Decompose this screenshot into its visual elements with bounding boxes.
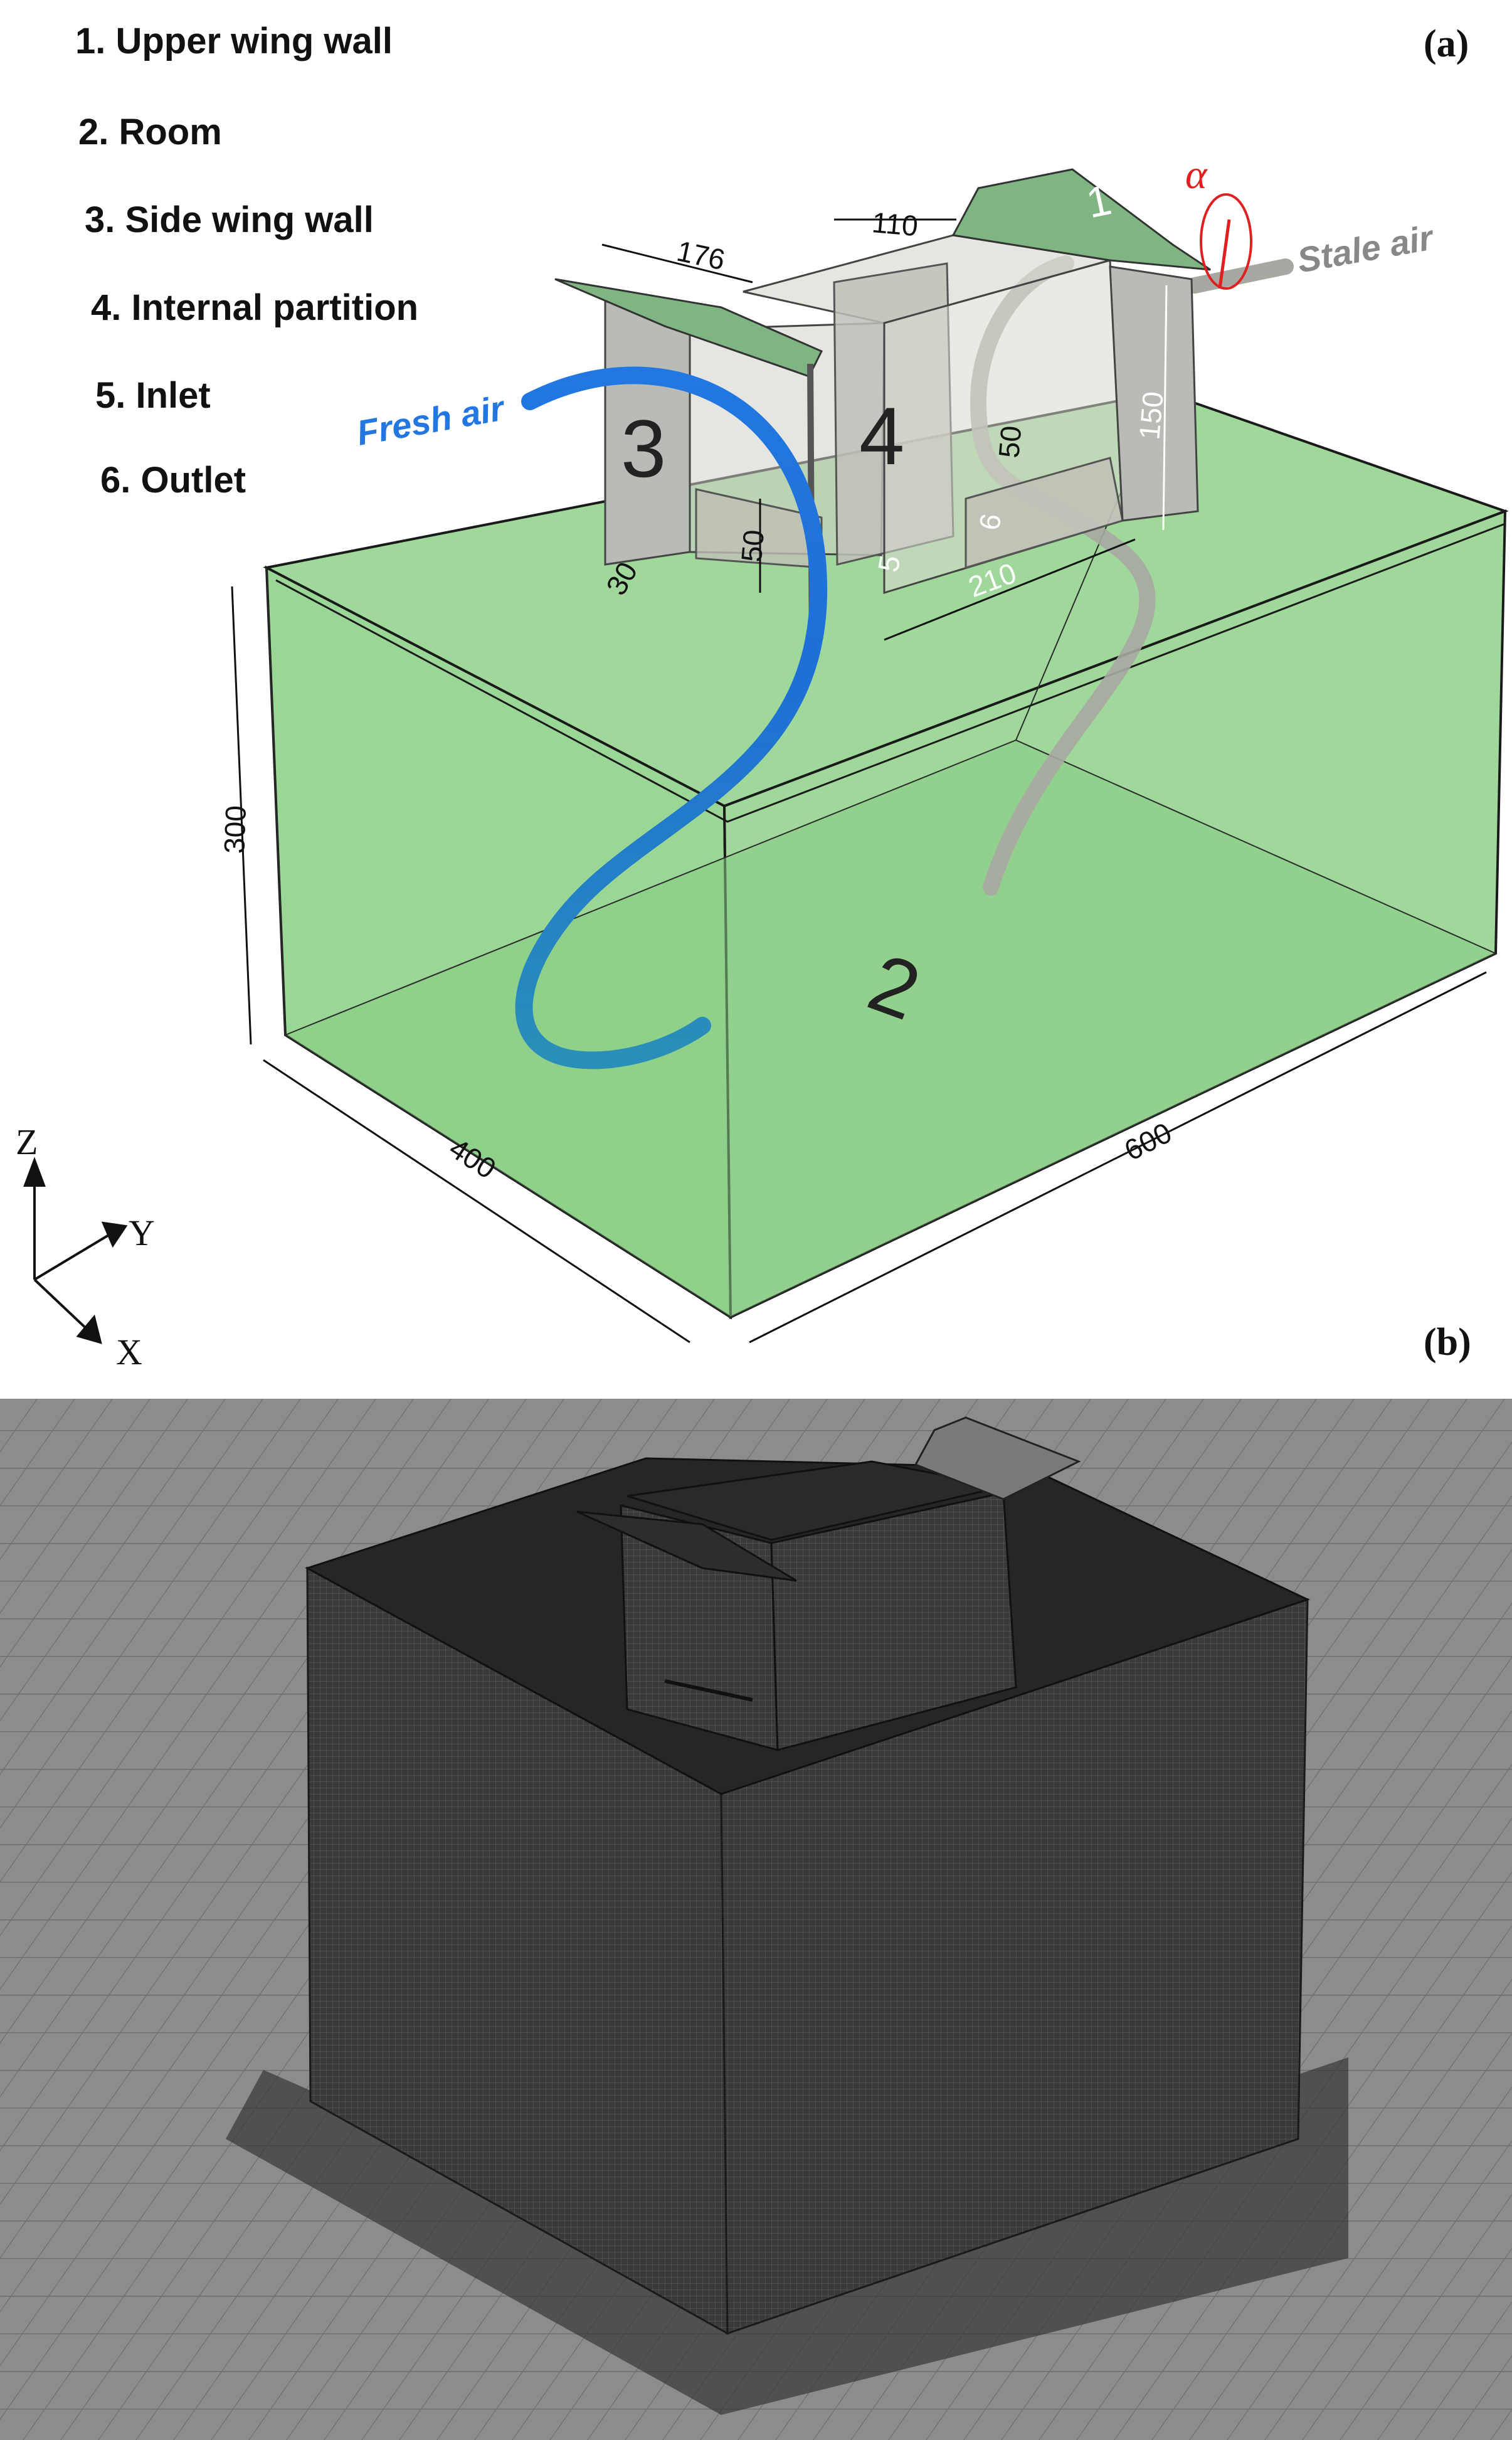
dim-176-line <box>601 243 753 284</box>
panel-a: 1. Upper wing wall 2. Room 3. Side wing … <box>16 21 1509 1372</box>
panel-b-tag: (b) <box>1424 1321 1471 1364</box>
legend-item-3: 3. Side wing wall <box>85 199 374 240</box>
fresh-air-tube <box>515 366 828 1069</box>
fresh-air-label: Fresh air <box>354 388 509 453</box>
y-arrowhead <box>101 1221 128 1248</box>
mesh-tower-right <box>770 1492 1017 1751</box>
y-label: Y <box>129 1212 155 1253</box>
x-arrowhead <box>76 1314 102 1344</box>
mesh-wing-right <box>914 1416 1081 1500</box>
dim-50: 50 <box>735 528 770 563</box>
z-label: Z <box>16 1122 38 1162</box>
legend-item-2: 2. Room <box>78 112 222 152</box>
room-floor <box>283 739 1498 1318</box>
x-label: X <box>116 1332 142 1372</box>
room-top-rim <box>275 522 1506 823</box>
legend-item-4: 4. Internal partition <box>91 287 418 328</box>
angle-label: α <box>1185 152 1208 198</box>
room-hidden-edge-2 <box>266 567 286 1036</box>
y-axis <box>33 1231 114 1281</box>
dim-300: 300 <box>218 805 252 854</box>
partition-number: 4 <box>859 390 904 482</box>
dim-176: 176 <box>674 235 728 277</box>
windcatcher: 3 4 1 5 6 <box>554 168 1211 653</box>
panel-a-tag: (a) <box>1424 23 1469 65</box>
x-axis <box>33 1278 92 1334</box>
dim-150: 150 <box>1133 390 1169 441</box>
z-arrowhead <box>23 1157 46 1187</box>
legend-item-5: 5. Inlet <box>95 375 211 416</box>
side-wing-number: 3 <box>621 403 666 494</box>
dim-300-line <box>231 586 252 1045</box>
dim-50-small: 50 <box>992 425 1027 460</box>
dim-400-line <box>263 1059 690 1344</box>
upper-wing-right <box>951 168 1211 271</box>
dim-150-line <box>1162 285 1168 531</box>
mesh-inlet-edge <box>664 1679 753 1702</box>
stale-air-label: Stale air <box>1294 217 1438 280</box>
dim-600-line <box>749 971 1487 1344</box>
angle-marker <box>1200 193 1252 290</box>
dim-210-line <box>884 538 1136 641</box>
upper-wing-left <box>554 278 823 378</box>
dim-110: 110 <box>870 206 919 242</box>
axis-triad <box>23 1157 128 1344</box>
legend-item-1: 1. Upper wing wall <box>75 21 393 61</box>
stale-air-exit <box>1187 258 1294 294</box>
mesh-wing-left <box>576 1510 797 1582</box>
panel-b <box>0 1399 1512 2440</box>
angle-arrow <box>1218 219 1231 289</box>
mesh-ground-shadow <box>226 2057 1348 2415</box>
dimensions <box>231 218 1487 1344</box>
legend-item-6: 6. Outlet <box>100 460 246 501</box>
side-wing-wall-right <box>1109 265 1199 522</box>
